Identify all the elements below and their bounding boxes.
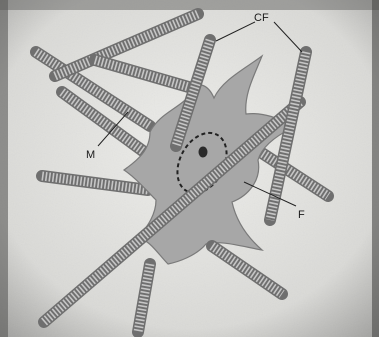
right-shadow-edge <box>372 0 379 337</box>
top-shadow-edge <box>0 0 379 10</box>
label-m: M <box>86 149 95 161</box>
left-shadow-edge <box>0 0 8 337</box>
label-f: F <box>298 209 305 221</box>
label-cf: CF <box>254 12 269 24</box>
nucleolus <box>199 147 208 158</box>
